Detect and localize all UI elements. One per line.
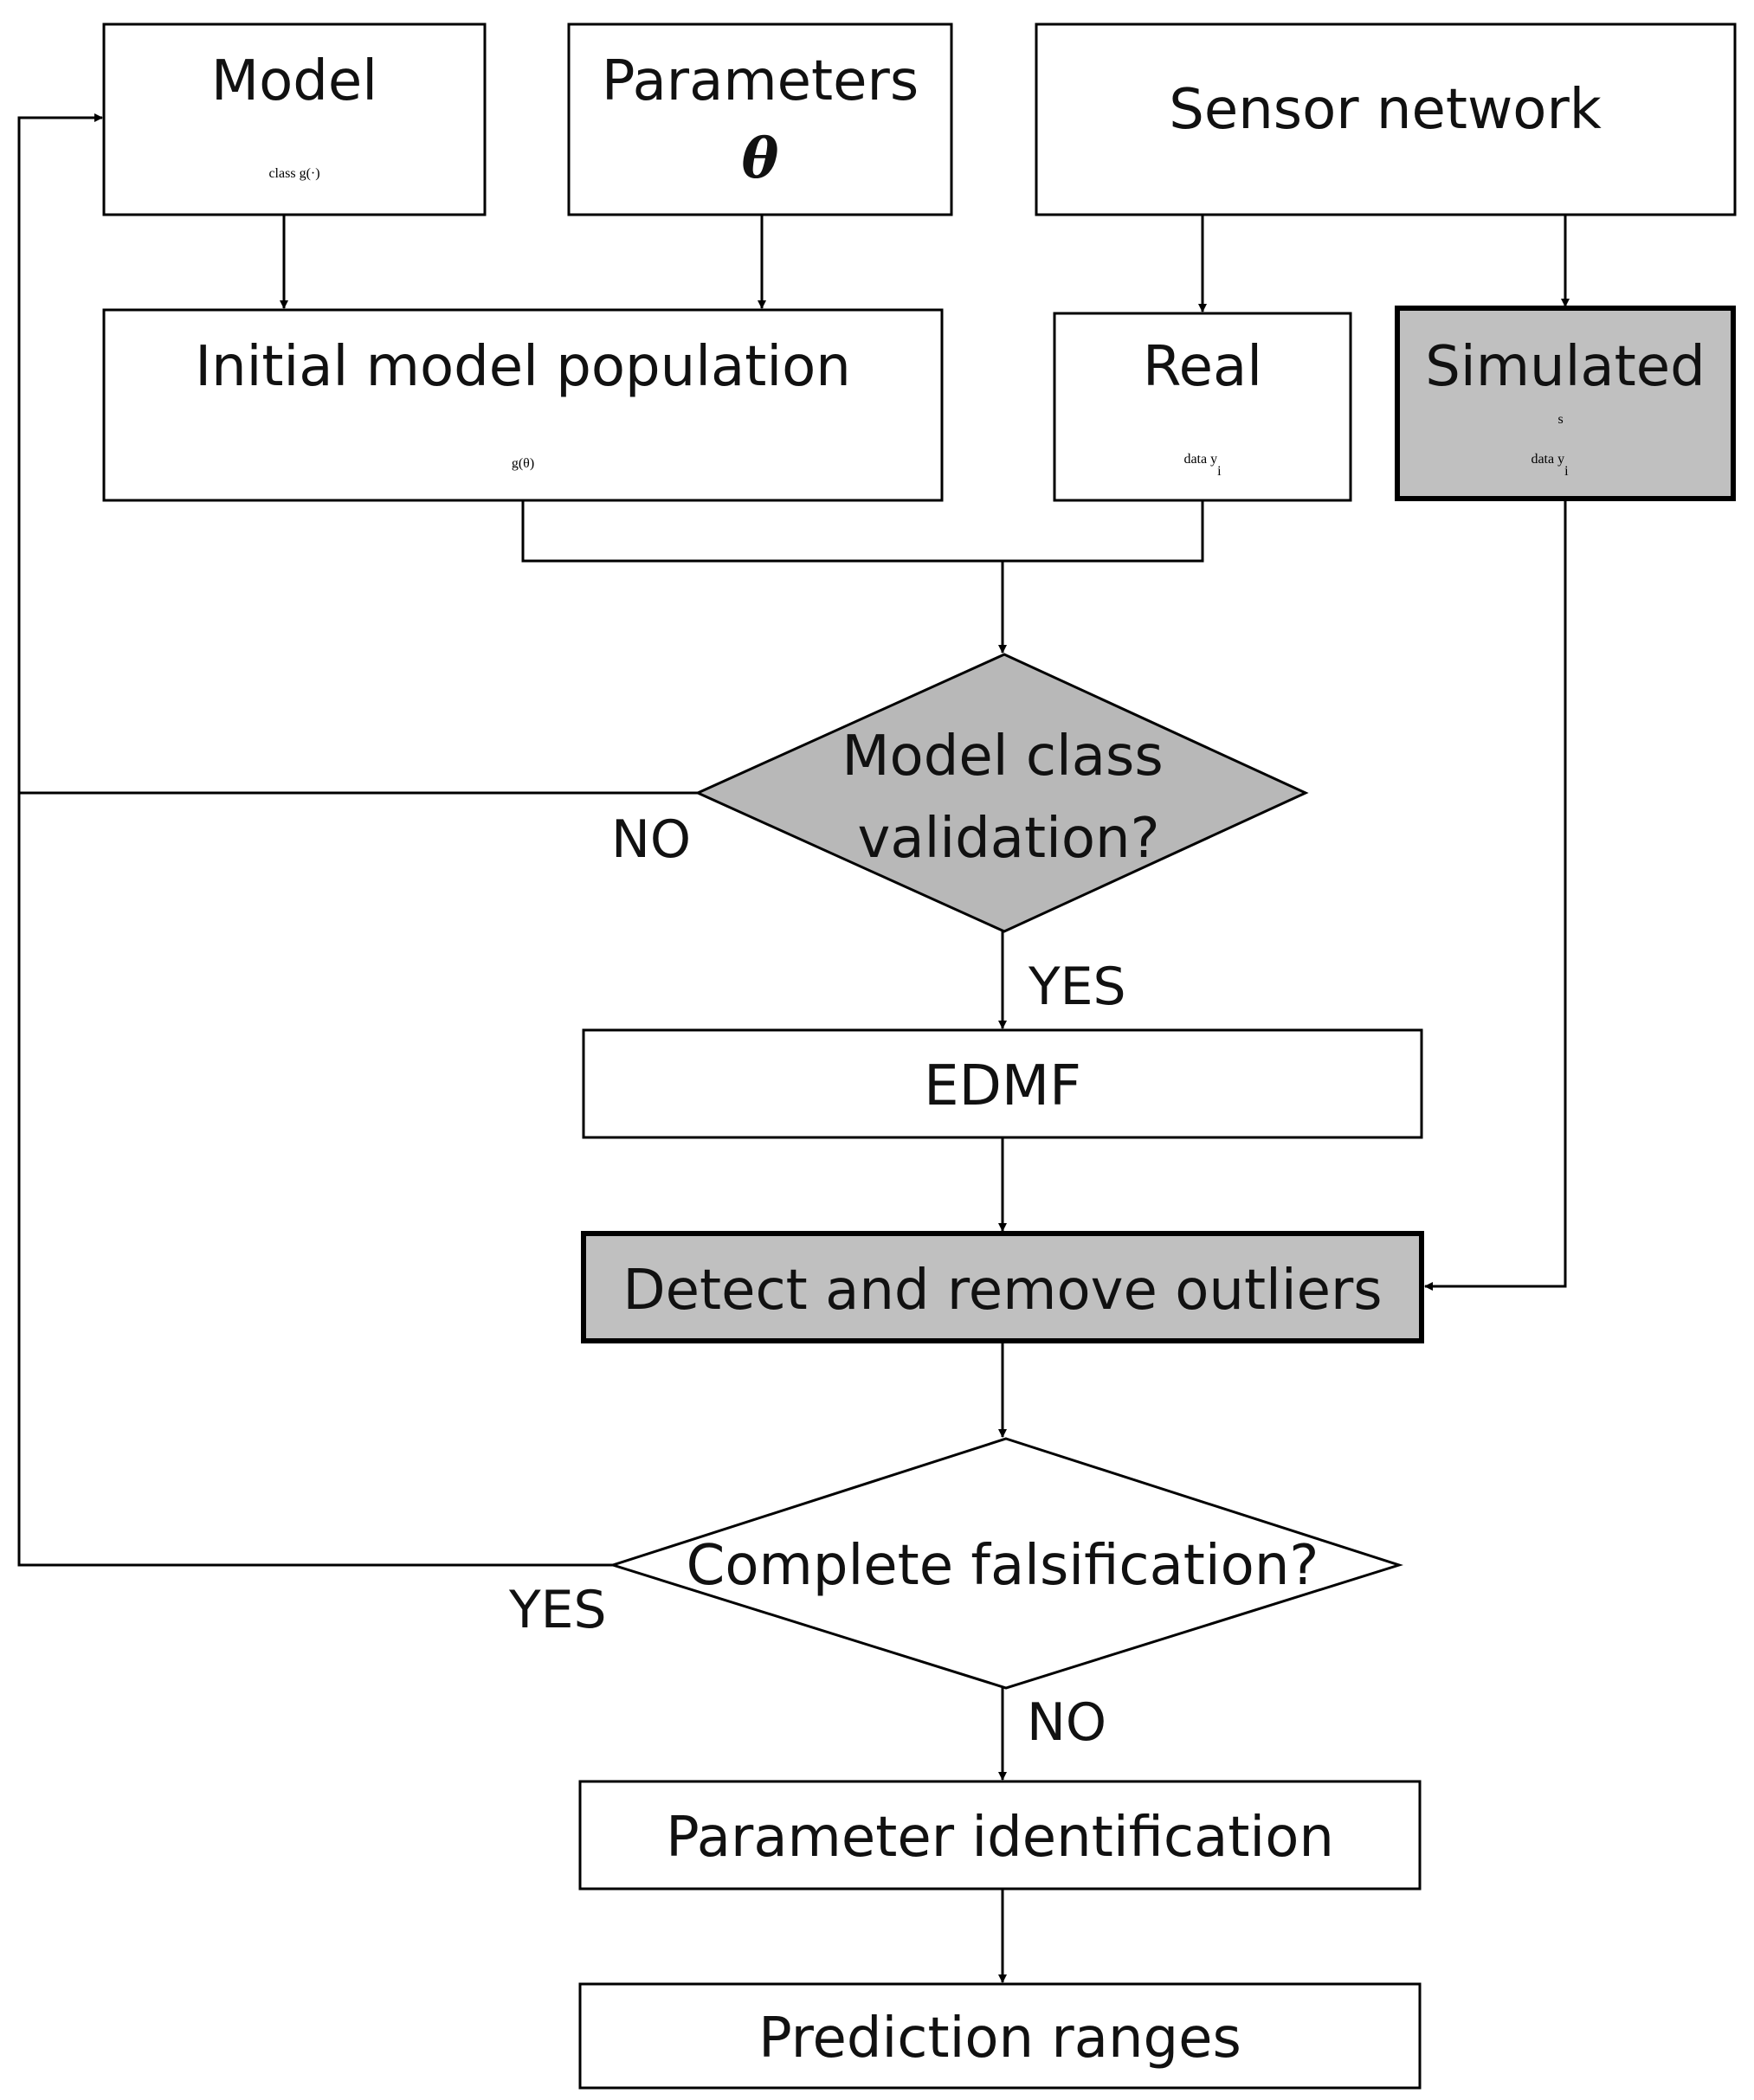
- parameters-line1: Parameters: [602, 49, 919, 113]
- model-validation-decision: Model class validation?: [694, 653, 1309, 933]
- falsification-decision: Complete falsification?: [609, 1437, 1403, 1690]
- initial-population-line1: Initial model population: [195, 335, 851, 399]
- edmf-node: EDMF: [582, 1028, 1423, 1139]
- falsification-label: Complete falsification?: [687, 1534, 1319, 1598]
- outliers-node: Detect and remove outliers: [581, 1231, 1424, 1343]
- edmf-label: EDMF: [924, 1054, 1081, 1118]
- initial-population-node: Initial model population g(θ): [102, 308, 944, 502]
- prediction-ranges-label: Prediction ranges: [758, 2007, 1241, 2071]
- sensor-network-node: Sensor network: [1035, 23, 1737, 216]
- prediction-ranges-node: Prediction ranges: [578, 1982, 1422, 2090]
- simulated-data-line1: Simulated: [1425, 335, 1705, 399]
- initial-population-math: g(θ): [512, 456, 534, 471]
- model-class-line2: class g(·): [268, 166, 319, 181]
- real-data-node: Real data yi: [1053, 312, 1352, 502]
- model-class-line1: Model: [211, 49, 377, 113]
- simulated-data-line2: data yis: [1531, 412, 1569, 479]
- merge-population-real: [521, 500, 1204, 563]
- edge-label-validation-yes: YES: [1028, 957, 1126, 1017]
- real-data-line2: data yi: [1183, 452, 1222, 479]
- arrow-validation-no-loop: [17, 113, 698, 795]
- parameter-identification-label: Parameter identification: [666, 1806, 1334, 1870]
- model-validation-line1: Model class: [842, 725, 1163, 789]
- edge-label-falsification-no: NO: [1027, 1692, 1106, 1753]
- arrow-falsification-yes-loop: [17, 793, 613, 1567]
- outliers-label: Detect and remove outliers: [622, 1259, 1382, 1323]
- parameter-identification-node: Parameter identification: [578, 1780, 1422, 1891]
- real-data-line1: Real: [1143, 335, 1262, 399]
- edge-label-falsification-yes: YES: [508, 1580, 607, 1640]
- parameters-symbol: θ: [742, 126, 779, 191]
- arrow-simulated-to-outliers: [1424, 500, 1567, 1291]
- parameters-node: Parameters θ: [567, 23, 953, 216]
- sensor-network-label: Sensor network: [1169, 78, 1602, 142]
- simulated-data-node: Simulated data yis: [1395, 306, 1736, 501]
- model-class-node: Model class g(·): [102, 23, 487, 216]
- edge-label-validation-no: NO: [611, 809, 691, 870]
- model-validation-line2: validation?: [857, 807, 1159, 871]
